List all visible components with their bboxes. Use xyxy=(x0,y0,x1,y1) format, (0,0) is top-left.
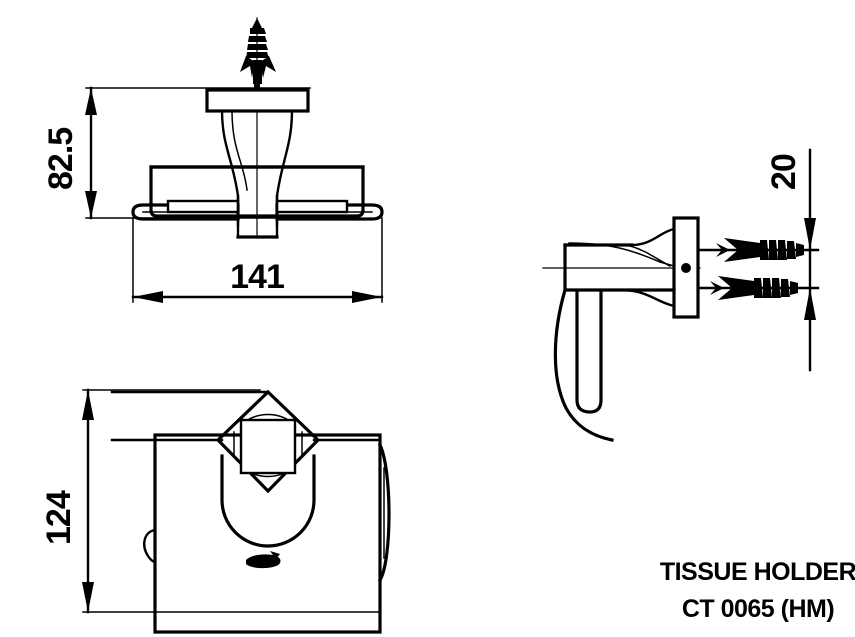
dimension-141-label: 141 xyxy=(230,258,284,296)
brand-logo-mark xyxy=(246,551,281,569)
top-rail-right xyxy=(275,199,384,221)
side-view: 20 xyxy=(542,148,820,442)
front-cover-bulge-outer xyxy=(377,442,391,583)
side-tissue-tail-outer xyxy=(553,288,614,442)
side-arm-taper-bottom xyxy=(618,288,676,308)
wall-anchor-upper-icon xyxy=(696,238,820,262)
wall-anchor-lower-icon xyxy=(696,276,820,300)
neck-left-profile xyxy=(220,109,240,227)
dimension-124-label: 124 xyxy=(40,490,78,545)
neck-right-profile xyxy=(275,109,294,227)
dimension-141: 141 xyxy=(131,217,384,303)
dimension-82-5: 82.5 xyxy=(42,86,311,220)
front-latch-hook xyxy=(143,528,157,564)
product-name-label: TISSUE HOLDER xyxy=(660,558,855,586)
model-code-label: CT 0065 (HM) xyxy=(682,595,835,623)
side-arm-inner-line xyxy=(568,242,675,267)
side-arm-inner-line-2 xyxy=(629,245,672,268)
wall-anchor-top-icon xyxy=(240,18,276,90)
dimension-124: 124 xyxy=(40,388,381,614)
front-square-bracket xyxy=(239,418,297,475)
top-rail-left xyxy=(131,199,240,221)
side-tissue-tail-inner xyxy=(575,290,603,414)
dimension-20: 20 xyxy=(765,148,816,372)
front-view: 124 xyxy=(40,388,391,634)
title-block: TISSUE HOLDER CT 0065 (HM) xyxy=(660,558,855,623)
dimension-20-label: 20 xyxy=(765,154,803,190)
side-pivot-point xyxy=(681,263,691,273)
top-view: 82.5 141 xyxy=(42,17,384,303)
dimension-82-5-label: 82.5 xyxy=(42,128,80,190)
side-arm-taper-top xyxy=(630,227,676,247)
top-flange-plate xyxy=(205,88,310,113)
neck-inner-profile xyxy=(231,110,248,191)
front-roll-seat xyxy=(220,454,316,548)
